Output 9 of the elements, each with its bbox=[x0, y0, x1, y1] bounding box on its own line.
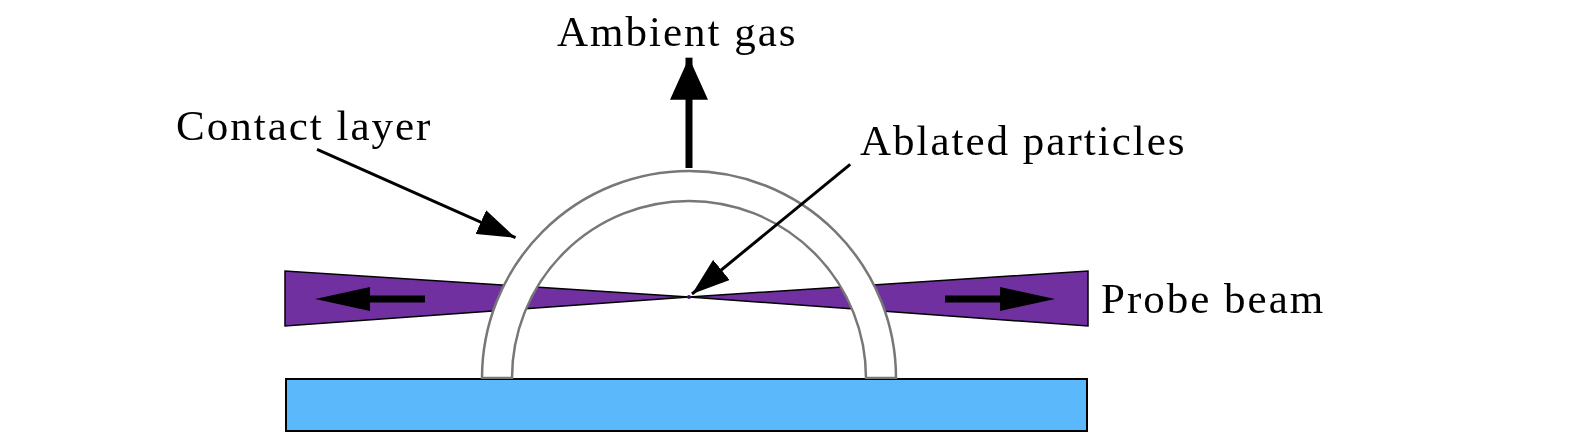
contact-layer-shell bbox=[479, 168, 899, 379]
beam-focus-point bbox=[686, 294, 692, 300]
callout-label: Ambient gas bbox=[557, 8, 798, 56]
callout-label: Ablated particles bbox=[860, 117, 1187, 165]
substrate-block bbox=[285, 378, 1088, 432]
leader-arrow bbox=[691, 163, 852, 296]
beam-label: Probe beam bbox=[1101, 275, 1326, 323]
callout-label: Contact layer bbox=[176, 102, 433, 150]
leader-arrow bbox=[316, 147, 517, 239]
